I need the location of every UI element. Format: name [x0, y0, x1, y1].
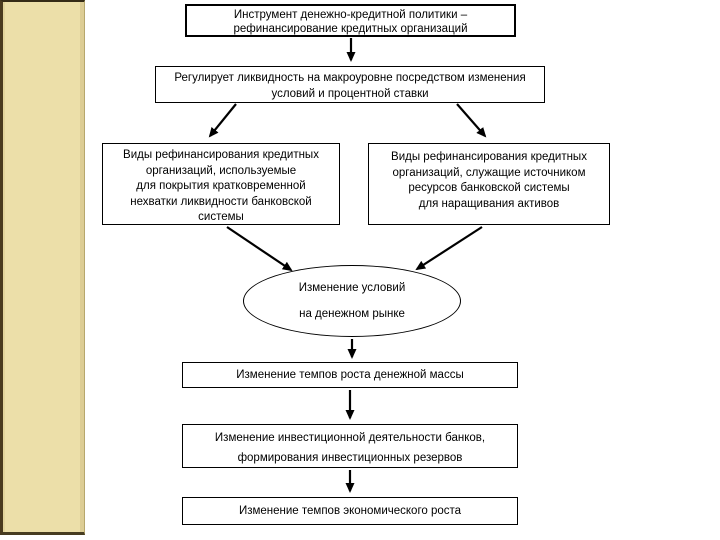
- node-text-line: рефинансирование кредитных организаций: [233, 23, 468, 35]
- node-text-line: условий и процентной ставки: [271, 88, 429, 100]
- node-text-line: Виды рефинансирования кредитных: [391, 151, 587, 163]
- node-regulates-liquidity: Регулирует ликвидность на макроуровне по…: [155, 66, 545, 103]
- node-text-line: организаций, используемые: [145, 164, 297, 177]
- node-text-line: на денежном рынке: [299, 308, 405, 320]
- sidebar-decoration: [0, 0, 85, 535]
- node-market-conditions-ellipse: Изменение условий на денежном рынке: [243, 265, 461, 337]
- node-text-line: Изменение темпов экономического роста: [238, 505, 462, 517]
- node-text-line: для наращивания активов: [418, 197, 560, 210]
- node-money-supply-growth: Изменение темпов роста денежной массы: [182, 362, 518, 388]
- node-text-line: Изменение условий: [298, 282, 406, 294]
- node-text-line: системы: [198, 211, 244, 223]
- arrow-types-short-to-ellipse: [226, 226, 293, 272]
- node-text-line: Изменение темпов роста денежной массы: [236, 369, 464, 381]
- node-text-line: Виды рефинансирования кредитных: [123, 149, 319, 161]
- node-text-line: для покрытия кратковременной: [136, 180, 306, 192]
- node-investment-activity: Изменение инвестиционной деятельности ба…: [182, 424, 518, 468]
- node-economic-growth: Изменение темпов экономического роста: [182, 497, 518, 525]
- node-refinancing-types-short-term: Виды рефинансирования кредитных организа…: [102, 143, 340, 225]
- node-text-line: ресурсов банковской системы: [408, 182, 570, 194]
- arrow-types-long-to-ellipse: [415, 226, 483, 271]
- node-text-line: формирования инвестиционных резервов: [237, 452, 463, 464]
- node-text-line: Инструмент денежно-кредитной политики –: [233, 9, 468, 21]
- arrow-regulates-to-types-short: [208, 103, 237, 138]
- node-text-line: Изменение инвестиционной деятельности ба…: [214, 432, 486, 444]
- node-refinancing-types-resources: Виды рефинансирования кредитных организа…: [368, 143, 610, 225]
- node-text-line: организаций, служащие источником: [392, 166, 586, 179]
- node-text-line: нехватки ликвидности банковской: [130, 195, 312, 208]
- node-text-line: Регулирует ликвидность на макроуровне по…: [174, 72, 526, 84]
- arrow-regulates-to-types-long: [456, 103, 487, 138]
- node-instrument-title: Инструмент денежно-кредитной политики – …: [185, 4, 516, 37]
